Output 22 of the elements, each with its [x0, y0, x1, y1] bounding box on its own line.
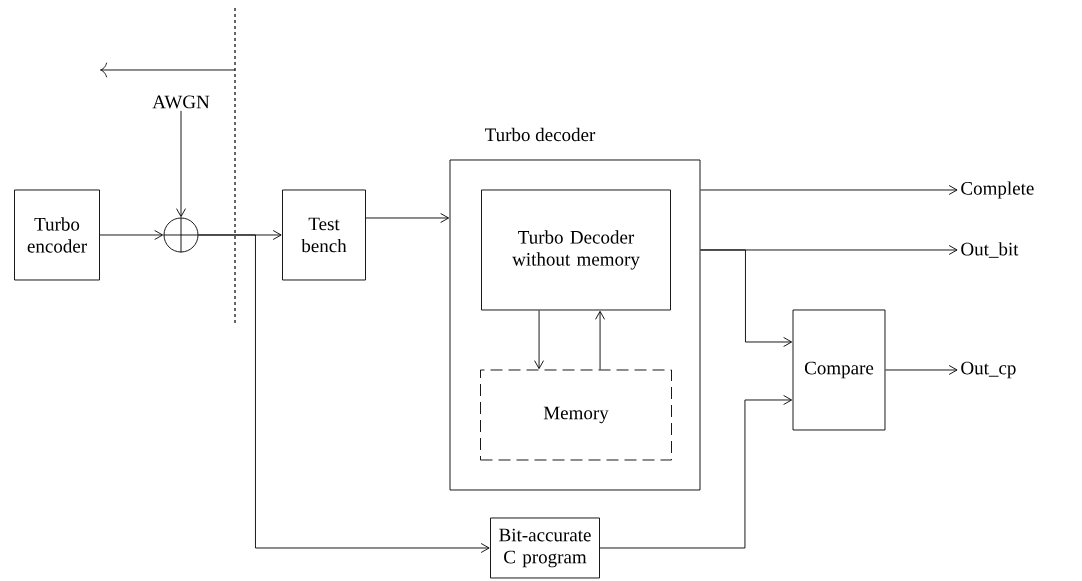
output-label: Out_cp [961, 361, 1016, 379]
node-label: Turbo decoder [485, 127, 596, 142]
process-box: Compare [792, 309, 886, 431]
process-box: Bit-accurate C program [490, 517, 600, 579]
arrow [534, 310, 544, 370]
memory-box: Memory [480, 369, 672, 461]
process-box: Turbo encoder [14, 189, 100, 281]
adder-circle [163, 217, 199, 253]
arrow [176, 110, 186, 218]
arrow [885, 365, 958, 375]
arrow [700, 185, 958, 195]
arrow [595, 310, 605, 370]
arrow [599, 395, 793, 549]
process-box: Turbo Decoder without memory [481, 189, 671, 311]
signal-label: AWGN [152, 95, 210, 109]
process-box: Test bench [282, 189, 366, 281]
arrow [99, 230, 164, 240]
arrow [365, 213, 450, 223]
output-label: Complete [961, 181, 1034, 199]
arrow [700, 249, 793, 347]
output-label: Out_bit [961, 242, 1019, 258]
arrow [198, 234, 490, 553]
